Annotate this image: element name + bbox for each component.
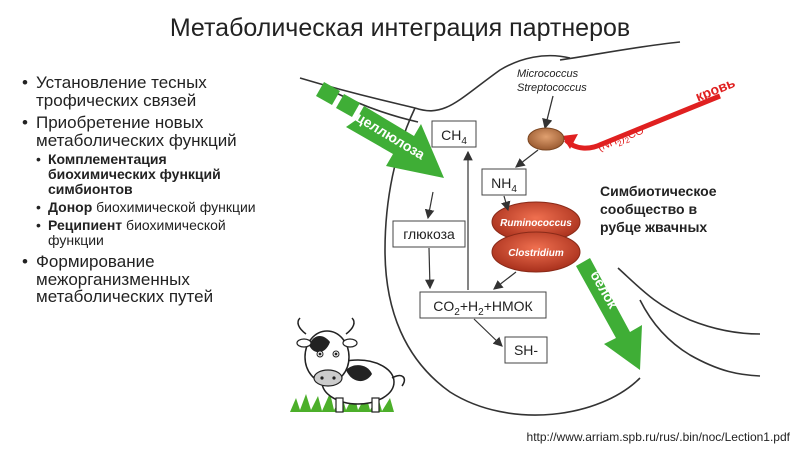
community-label-3: рубце жвачных — [600, 219, 707, 235]
sub-bullet-complementation: Комплементация биохимических функций сим… — [36, 152, 272, 197]
bullet-new-functions: Приобретение новых метаболических функци… — [22, 114, 272, 248]
bullet-pathways: Формирование межорганизменных метаболиче… — [22, 253, 272, 306]
nh4-box: NH4 — [481, 168, 527, 196]
sub-bullet-donor: Донор биохимической функции — [36, 200, 272, 216]
sub-bullet-recipient: Реципиент биохимической функции — [36, 218, 272, 248]
source-url[interactable]: http://www.arriam.spb.ru/rus/.bin/noc/Le… — [526, 430, 790, 444]
community-label-2: сообщество в — [600, 201, 697, 217]
co2-box: CO2+H2+НМОК — [419, 291, 547, 319]
svg-text:CH4: CH4 — [441, 127, 467, 147]
sh-box: SH- — [504, 336, 548, 364]
ch4-box: CH4 — [431, 120, 477, 148]
micrococcus-label: Micrococcus — [517, 68, 579, 80]
micro-pointer-arrow — [542, 95, 554, 130]
svg-text:глюкоза: глюкоза — [403, 226, 455, 242]
protein-arrow: белок — [576, 258, 642, 370]
cellulose-arrow: целлюлоза — [316, 82, 444, 178]
micrococcus-cell — [527, 127, 565, 151]
glucose-box: глюкоза — [392, 220, 466, 248]
svg-text:SH-: SH- — [514, 342, 538, 358]
bullet-list: Установление тесных трофических связей П… — [22, 74, 272, 311]
ruminococcus-label: Ruminococcus — [500, 218, 572, 229]
cow-illustration — [290, 317, 406, 413]
clostridium-label: Clostridium — [508, 248, 564, 259]
sub-bullet-list: Комплементация биохимических функций сим… — [36, 152, 272, 248]
community-label-1: Симбиотическое — [600, 183, 717, 199]
slide-title: Метаболическая интеграция партнеров — [169, 14, 631, 42]
svg-text:CO2+H2+НМОК: CO2+H2+НМОК — [433, 298, 533, 318]
flow-arrows — [424, 149, 539, 347]
svg-text:NH4: NH4 — [491, 175, 517, 195]
clostridium-cell — [491, 231, 581, 273]
rumen-wall — [299, 41, 761, 416]
urea-label: (NH2)2CO — [596, 124, 647, 155]
bullet-trophic: Установление тесных трофических связей — [22, 74, 272, 109]
streptococcus-label: Streptococcus — [517, 82, 587, 94]
blood-arrow: кровь (NH2)2CO — [562, 74, 738, 155]
